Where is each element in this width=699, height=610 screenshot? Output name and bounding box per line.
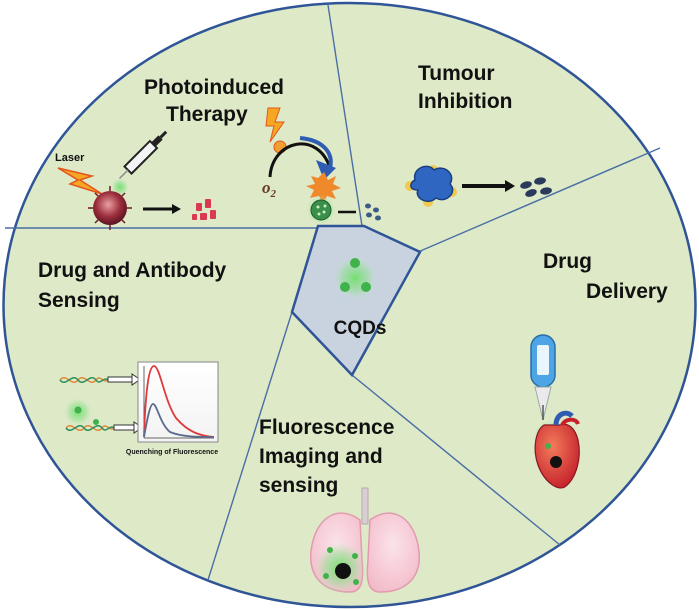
photoinduced-title-line2: Therapy bbox=[166, 103, 248, 126]
segment-drug-antibody-sensing: Drug and Antibody Sensing Quenching of F… bbox=[38, 259, 227, 456]
sensing-title-line2: Sensing bbox=[38, 289, 120, 312]
segment-dividers bbox=[5, 4, 661, 581]
reaction-arc bbox=[268, 142, 332, 178]
arrow-dna-top bbox=[107, 376, 133, 383]
nanoparticle-icon bbox=[306, 195, 336, 225]
heart-icon bbox=[533, 410, 580, 489]
segment-tumour-inhibition: Tumour Inhibition bbox=[405, 62, 552, 207]
center-cqd-cluster bbox=[333, 256, 377, 300]
laser-label: Laser bbox=[55, 152, 85, 164]
dna-strand-bottom-icon bbox=[64, 398, 115, 431]
segment-drug-delivery: Drug Delivery bbox=[530, 250, 668, 489]
fluorescence-title-line3: sensing bbox=[259, 474, 338, 497]
drug-delivery-title-line1: Drug bbox=[543, 250, 592, 273]
fluorescence-curve-blue bbox=[143, 403, 215, 438]
sensing-title-line1: Drug and Antibody bbox=[38, 259, 227, 282]
tumour-title-line1: Tumour bbox=[418, 62, 495, 85]
tumour-fragments-icon bbox=[520, 177, 552, 197]
drug-delivery-title-line2: Delivery bbox=[586, 280, 668, 303]
oxygen-label: o2 bbox=[262, 178, 277, 200]
lungs-icon bbox=[310, 487, 420, 594]
tumour-mass-icon bbox=[405, 165, 457, 207]
cell-fragments-icon bbox=[192, 199, 216, 220]
thermometer-icon bbox=[530, 334, 556, 421]
debris-dots-icon bbox=[365, 203, 381, 221]
tumour-title-line2: Inhibition bbox=[418, 90, 512, 113]
syringe-icon bbox=[118, 130, 168, 180]
center-label: CQDs bbox=[334, 318, 387, 339]
fluorescence-title-line1: Fluorescence bbox=[259, 416, 394, 439]
segment-photoinduced-therapy: Photoinduced Therapy Laser bbox=[55, 76, 381, 230]
fluorescence-title-line2: Imaging and bbox=[259, 445, 383, 468]
quenching-chart-frame bbox=[137, 361, 219, 443]
fluorescence-curve-red bbox=[143, 365, 215, 438]
reaction-arc-head bbox=[316, 160, 336, 180]
quenching-caption: Quenching of Fluorescence bbox=[126, 449, 218, 456]
light-bolt-icon bbox=[265, 107, 285, 143]
arrow-tumour-head bbox=[505, 180, 515, 192]
tumour-cell-icon bbox=[88, 186, 132, 230]
arrow-photo-1-head bbox=[172, 204, 181, 214]
singlet-burst-icon bbox=[306, 172, 341, 204]
center-pentagon bbox=[290, 224, 422, 378]
arrow-dna-bottom bbox=[113, 424, 135, 431]
dna-strand-top-icon bbox=[59, 377, 109, 383]
photoinduced-title-line1: Photoinduced bbox=[144, 76, 284, 99]
segment-fluorescence-imaging: Fluorescence Imaging and sensing bbox=[259, 416, 420, 594]
